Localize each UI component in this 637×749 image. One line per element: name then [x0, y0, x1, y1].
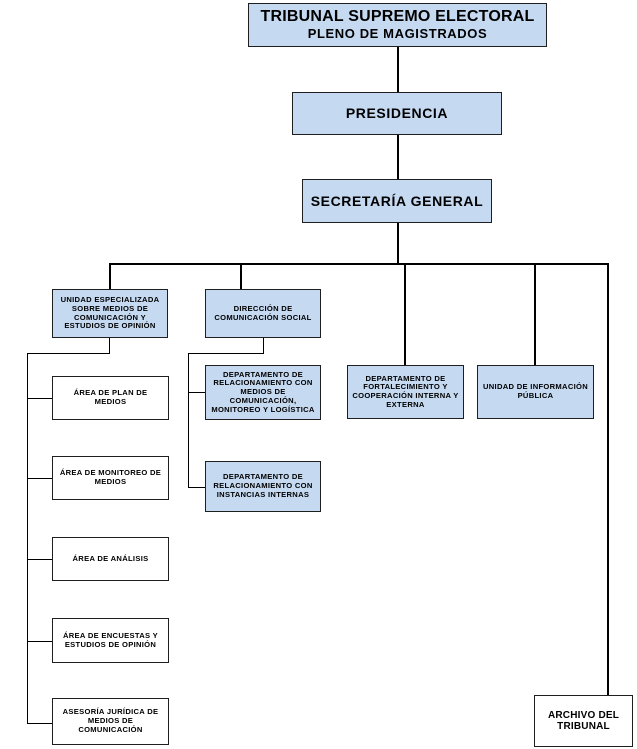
unidad-medios-box: UNIDAD ESPECIALIZADA SOBRE MEDIOS DE COM…: [52, 289, 168, 338]
archivo-tribunal-box: ARCHIVO DEL TRIBUNAL: [534, 695, 633, 747]
left-branch-1: [27, 398, 52, 399]
drop-informacion: [534, 263, 536, 365]
horizontal-bus: [109, 263, 609, 265]
departamento-medios-box: DEPARTAMENTO DE RELACIONAMIENTO CON MEDI…: [205, 365, 321, 420]
tribunal-pleno-box: TRIBUNAL SUPREMO ELECTORAL PLENO DE MAGI…: [248, 3, 547, 47]
pleno-subtitle: PLENO DE MAGISTRADOS: [307, 25, 488, 41]
unidad-medios-stub: [109, 337, 110, 353]
fortalecimiento-box: DEPARTAMENTO DE FORTALECIMIENTO Y COOPER…: [347, 365, 464, 419]
area-monitoreo-box: ÁREA DE MONITOREO DE MEDIOS: [52, 456, 169, 500]
drop-fortalecimiento: [404, 263, 406, 365]
area-plan-medios-box: ÁREA DE PLAN DE MEDIOS: [52, 376, 169, 420]
area-analisis-box: ÁREA DE ANÁLISIS: [52, 537, 169, 581]
direccion-comunicacion-box: DIRECCIÓN DE COMUNICACIÓN SOCIAL: [205, 289, 321, 338]
connector-top-presidencia: [397, 46, 399, 92]
area-encuestas-box: ÁREA DE ENCUESTAS Y ESTUDIOS DE OPINIÓN: [52, 618, 169, 663]
mid-branch-2: [188, 487, 205, 488]
right-trunk: [607, 263, 609, 695]
departamento-internas-box: DEPARTAMENTO DE RELACIONAMIENTO CON INST…: [205, 461, 321, 512]
left-branch-4: [27, 641, 52, 642]
presidencia-box: PRESIDENCIA: [292, 92, 502, 135]
connector-presidencia-secretaria: [397, 135, 399, 179]
tribunal-title: TRIBUNAL SUPREMO ELECTORAL: [260, 8, 535, 26]
left-tree-trunk: [27, 353, 28, 724]
mid-tree-trunk: [188, 353, 189, 488]
asesoria-juridica-box: ASESORÍA JURÍDICA DE MEDIOS DE COMUNICAC…: [52, 698, 169, 745]
direccion-stub: [263, 337, 264, 353]
secretaria-general-box: SECRETARÍA GENERAL: [302, 179, 492, 223]
mid-tree-top: [188, 353, 264, 354]
left-tree-top: [27, 353, 110, 354]
left-branch-2: [27, 478, 52, 479]
informacion-publica-box: UNIDAD DE INFORMACIÓN PÚBLICA: [477, 365, 594, 419]
connector-secretaria-bus: [397, 223, 399, 265]
drop-unidad-medios: [109, 263, 111, 289]
drop-direccion: [240, 263, 242, 289]
mid-branch-1: [188, 392, 205, 393]
left-branch-3: [27, 559, 52, 560]
left-branch-5: [27, 723, 52, 724]
